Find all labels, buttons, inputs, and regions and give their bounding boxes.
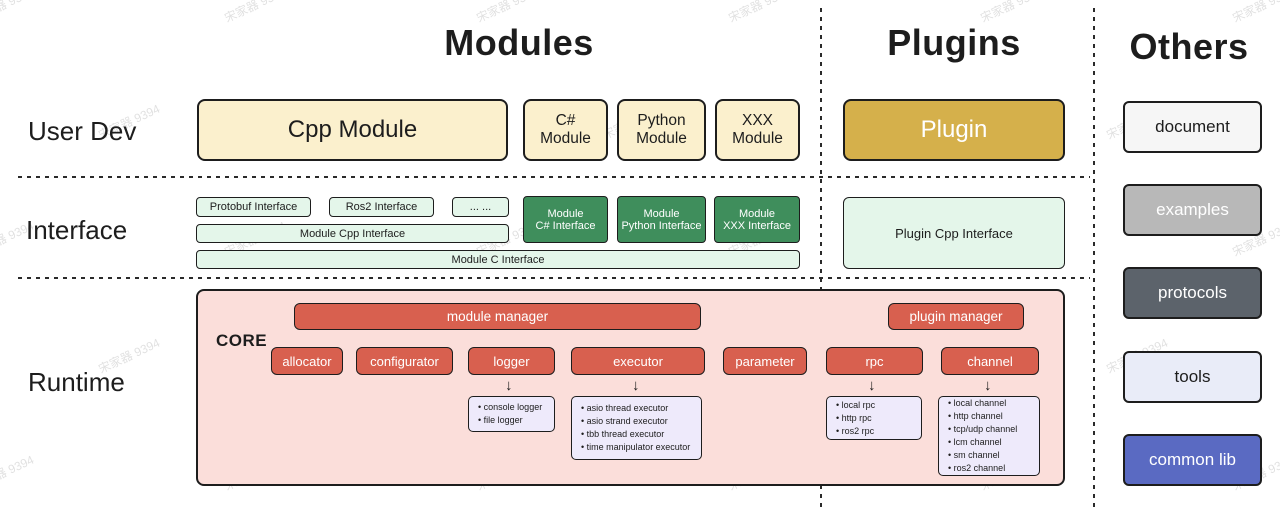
python-module-box: Python Module [617,99,706,161]
parameter-box: parameter [723,347,807,375]
plugin-box: Plugin [843,99,1065,161]
watermark-text: 宋家器 9394 [1230,0,1280,26]
row-label-user-dev: User Dev [28,116,137,146]
core-label: CORE [216,331,268,350]
plugin-manager-box: plugin manager [888,303,1024,330]
divider-modules-plugins [820,8,822,511]
list-item: ros2 rpc [836,425,875,438]
row-label-runtime: Runtime [28,367,125,397]
module-c-interface-box: Module C Interface [196,250,800,269]
list-item: local channel [948,397,1017,410]
list-item: asio thread executor [581,402,690,415]
cpp-module-box: Cpp Module [197,99,508,161]
row-label-interface: Interface [26,215,128,245]
section-title-others: Others [1129,26,1249,67]
watermark-text: 宋家器 9394 [222,0,289,26]
module-csharp-interface-box: Module C# Interface [523,196,608,243]
logger-detail-box: console logger file logger [468,396,555,432]
section-title-modules: Modules [444,22,594,63]
core-box: CORE module manager plugin manager alloc… [196,289,1065,486]
list-item: local rpc [836,399,876,412]
divider-interface-runtime [18,277,1090,279]
others-document-box: document [1123,101,1262,153]
allocator-box: allocator [271,347,343,375]
protobuf-interface-box: Protobuf Interface [196,197,311,217]
executor-detail-box: asio thread executor asio strand executo… [571,396,702,460]
channel-detail-list: local channel http channel tcp/udp chann… [939,394,1021,478]
section-title-plugins: Plugins [887,22,1021,63]
others-common-lib-box: common lib [1123,434,1262,486]
ros2-interface-box: Ros2 Interface [329,197,434,217]
list-item: lcm channel [948,436,1017,449]
others-examples-box: examples [1123,184,1262,236]
list-item: time manipulator executor [581,441,691,454]
list-item: http channel [948,410,1017,423]
divider-userdev-interface [18,176,1090,178]
others-tools-box: tools [1123,351,1262,403]
channel-detail-box: local channel http channel tcp/udp chann… [938,396,1040,476]
rpc-detail-list: local rpc http rpc ros2 rpc [827,396,879,441]
others-protocols-box: protocols [1123,267,1262,319]
list-item: asio strand executor [581,415,690,428]
configurator-box: configurator [356,347,453,375]
rpc-detail-box: local rpc http rpc ros2 rpc [826,396,922,440]
csharp-module-box: C# Module [523,99,608,161]
list-item: file logger [478,414,542,427]
list-item: tbb thread executor [581,428,690,441]
rpc-box: rpc [826,347,923,375]
more-interfaces-box: ... ... [452,197,509,217]
watermark-text: 宋家器 9394 [726,0,793,26]
module-xxx-interface-box: Module XXX Interface [714,196,800,243]
channel-box: channel [941,347,1039,375]
list-item: sm channel [948,449,1017,462]
module-python-interface-box: Module Python Interface [617,196,706,243]
list-item: console logger [478,401,543,414]
logger-detail-list: console logger file logger [469,398,546,430]
module-manager-box: module manager [294,303,701,330]
plugin-cpp-interface-box: Plugin Cpp Interface [843,197,1065,269]
watermark-text: 宋家器 9394 [0,452,37,494]
xxx-module-box: XXX Module [715,99,800,161]
arrow-down-icon: ↓ [632,377,640,394]
arrow-down-icon: ↓ [984,377,992,394]
executor-detail-list: asio thread executor asio strand executo… [572,399,694,457]
arrow-down-icon: ↓ [868,377,876,394]
logger-box: logger [468,347,555,375]
list-item: tcp/udp channel [948,423,1018,436]
module-cpp-interface-box: Module Cpp Interface [196,224,509,243]
executor-box: executor [571,347,705,375]
watermark-text: 宋家器 9394 [0,0,36,26]
list-item: http rpc [836,412,875,425]
list-item: ros2 channel [948,462,1017,475]
divider-plugins-others [1093,8,1095,511]
arrow-down-icon: ↓ [505,377,513,394]
